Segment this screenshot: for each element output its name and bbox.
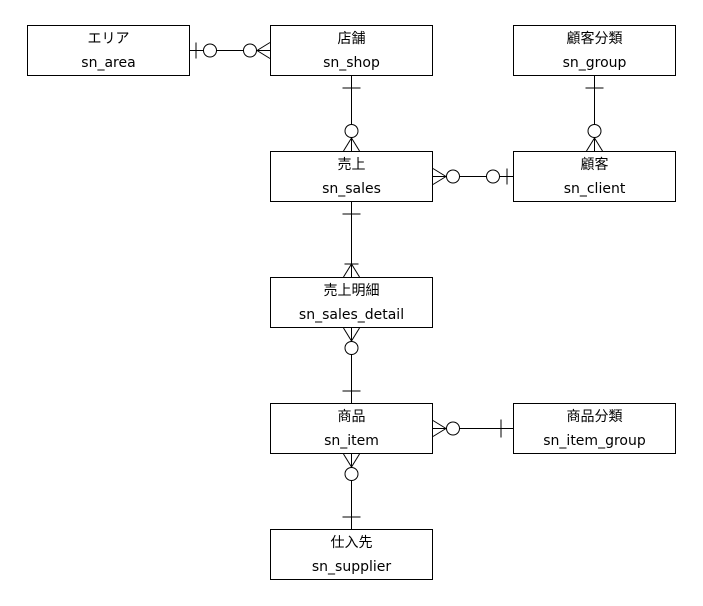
zero-ring-mark — [243, 43, 257, 58]
entity-jp-label: 店舗 — [337, 31, 366, 47]
crows-foot-mark — [343, 327, 352, 342]
entity-table-name: sn_client — [563, 181, 626, 197]
crows-foot-mark — [343, 263, 352, 278]
zero-ring-mark — [203, 43, 217, 58]
zero-ring-mark — [587, 124, 602, 138]
entity-table-name: sn_sales_detail — [298, 307, 405, 323]
crows-foot-mark — [351, 137, 360, 152]
entity-sales-detail[interactable]: 売上明細 sn_sales_detail — [270, 277, 433, 328]
crows-foot-mark — [343, 137, 352, 152]
crows-foot-mark — [351, 453, 360, 468]
crows-foot-mark — [432, 168, 447, 177]
crows-foot-mark — [432, 420, 447, 429]
zero-ring-mark — [344, 467, 359, 481]
entity-item-group[interactable]: 商品分類 sn_item_group — [513, 403, 676, 454]
crows-foot-mark — [351, 327, 360, 342]
crows-foot-mark — [256, 42, 271, 51]
entity-table-name: sn_group — [562, 55, 627, 71]
crows-foot-mark — [351, 263, 360, 278]
entity-jp-label: 顧客分類 — [566, 31, 623, 47]
entity-supplier[interactable]: 仕入先 sn_supplier — [270, 529, 433, 580]
entity-jp-label: エリア — [87, 31, 130, 47]
entity-table-name: sn_supplier — [311, 559, 392, 575]
entity-sales[interactable]: 売上 sn_sales — [270, 151, 433, 202]
entity-group[interactable]: 顧客分類 sn_group — [513, 25, 676, 76]
crows-foot-mark — [432, 176, 447, 185]
crows-foot-mark — [256, 50, 271, 59]
entity-area[interactable]: エリア sn_area — [27, 25, 190, 76]
zero-ring-mark — [344, 341, 359, 355]
entity-jp-label: 売上明細 — [323, 283, 380, 299]
entity-jp-label: 仕入先 — [330, 535, 373, 551]
entity-table-name: sn_item_group — [543, 433, 646, 449]
entity-table-name: sn_area — [81, 55, 136, 71]
zero-ring-mark — [446, 421, 460, 436]
crows-foot-mark — [586, 137, 595, 152]
zero-ring-mark — [486, 169, 500, 184]
entity-jp-label: 顧客 — [580, 157, 609, 173]
entity-shop[interactable]: 店舗 sn_shop — [270, 25, 433, 76]
entity-jp-label: 商品分類 — [566, 409, 623, 425]
entity-table-name: sn_shop — [323, 55, 380, 71]
crows-foot-mark — [594, 137, 603, 152]
crows-foot-mark — [343, 453, 352, 468]
entity-jp-label: 売上 — [337, 157, 366, 173]
entity-table-name: sn_item — [324, 433, 379, 449]
entity-item[interactable]: 商品 sn_item — [270, 403, 433, 454]
entity-jp-label: 商品 — [337, 409, 366, 425]
entity-table-name: sn_sales — [322, 181, 381, 197]
crows-foot-mark — [432, 428, 447, 437]
entity-client[interactable]: 顧客 sn_client — [513, 151, 676, 202]
zero-ring-mark — [446, 169, 460, 184]
zero-ring-mark — [344, 124, 359, 138]
